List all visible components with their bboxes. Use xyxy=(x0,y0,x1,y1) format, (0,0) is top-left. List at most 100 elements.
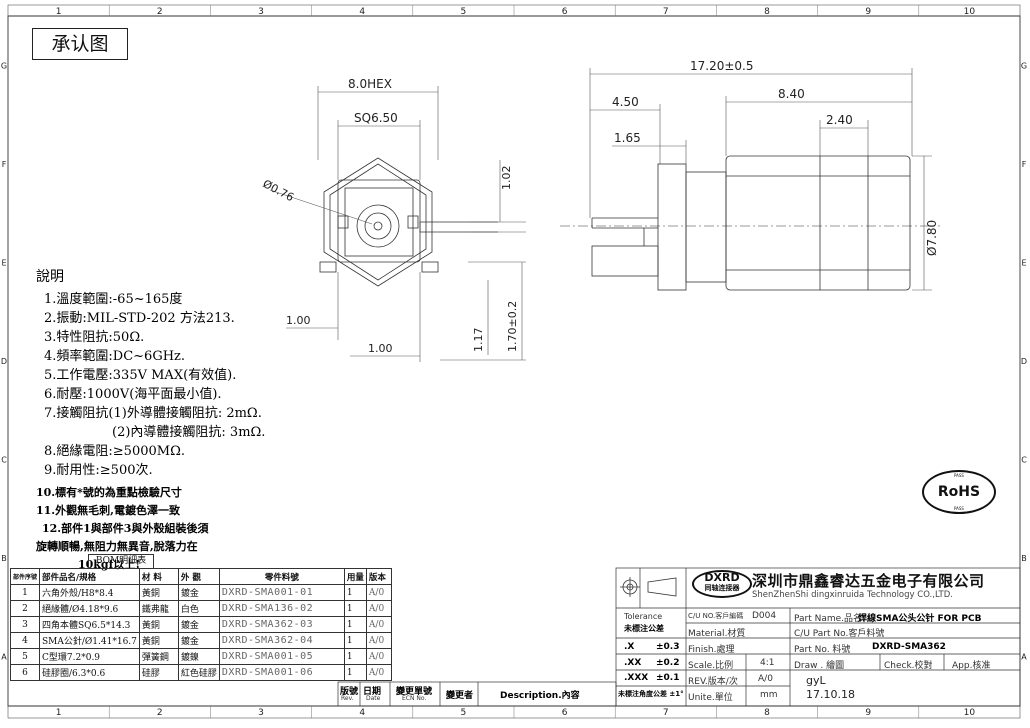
note-11: 11.外觀無毛刺,電鍍色澤一致 xyxy=(36,504,180,517)
tol-x: .X xyxy=(624,642,635,652)
dim-overall: 17.20±0.5 xyxy=(690,59,754,73)
bom-cell-qty: 1 xyxy=(343,584,367,601)
bom-header-row: 部件序號 部件品名/規格 材 料 外 觀 零件料號 用量 版本 xyxy=(9,568,392,585)
grid-col-label: 3 xyxy=(258,7,264,17)
bom-col-finish: 外 觀 xyxy=(177,568,220,585)
grid-col-label: 2 xyxy=(157,708,163,718)
grid-col-label: 7 xyxy=(663,708,669,718)
tol-xx-val: ±0.2 xyxy=(656,658,680,668)
material-label: Material.材質 xyxy=(688,629,746,639)
dim-sq: SQ6.50 xyxy=(354,111,398,125)
bom-cell-material: 黃銅 xyxy=(138,584,179,601)
tol-angle: 未標注角度公差 ±1° xyxy=(618,690,684,698)
grid-col-label: 9 xyxy=(865,7,871,17)
nut-body xyxy=(725,155,911,291)
rohs-label: RoHS xyxy=(937,484,981,500)
bom-cell-material: 黃銅 xyxy=(138,632,179,649)
dim-dia: Ø0.76 xyxy=(261,177,296,204)
bom-cell-partno: DXRD-SMA001-06 xyxy=(218,664,345,681)
grid-row-label: A xyxy=(1021,653,1027,662)
drawer-name: gyL xyxy=(806,674,826,687)
bom-cell-no: 6 xyxy=(9,664,41,681)
unit-label: Unite.單位 xyxy=(688,693,733,703)
grid-row-label: A xyxy=(1,653,7,662)
rev-col-date: 日期 xyxy=(363,687,382,697)
unit-value: mm xyxy=(760,690,778,700)
grid-col-label: 8 xyxy=(764,708,770,718)
bom-cell-no: 5 xyxy=(9,648,41,665)
bom-cell-rev: A/0 xyxy=(365,632,392,649)
grid-col-label: 8 xyxy=(764,7,770,17)
logo-sub: 同轴连接器 xyxy=(704,584,740,592)
bom-cell-qty: 1 xyxy=(343,648,367,665)
tol-xx: .XX xyxy=(624,658,642,668)
company-logo: DXRD 同轴连接器 xyxy=(692,570,752,598)
bom-cell-name: C型環7.2*0.9 xyxy=(39,648,140,665)
grid-row-label: E xyxy=(1,258,6,267)
rev-col-ver-sub: Rev. xyxy=(341,695,354,702)
grid-col-label: 4 xyxy=(359,7,365,17)
note-6: 6.耐壓:1000V(海平面最小值). xyxy=(44,387,222,402)
bom-cell-finish: 鍍金 xyxy=(177,632,220,649)
bom-cell-finish: 鍍金 xyxy=(177,584,220,601)
dielectric-circle xyxy=(356,204,400,248)
bom-cell-finish: 鍍鎳 xyxy=(177,648,220,665)
bom-cell-partno: DXRD-SMA001-01 xyxy=(218,584,345,601)
grid-col-label: 4 xyxy=(359,708,365,718)
rohs-badge: PASS RoHS PASS xyxy=(922,470,996,514)
scale-label: Scale.比例 xyxy=(688,661,734,671)
tolerance-sub: 未標注公差 xyxy=(624,624,664,633)
bom-cell-name: 硅膠圈/6.3*0.6 xyxy=(39,664,140,681)
bom-cell-qty: 1 xyxy=(343,632,367,649)
bom-cell-rev: A/0 xyxy=(365,648,392,665)
drawing-title: 承认图 xyxy=(32,28,128,60)
grid-row-label: C xyxy=(1021,456,1027,465)
grid-row-label: D xyxy=(1,357,7,366)
bom-col-material: 材 料 xyxy=(138,568,179,585)
part-no-label: Part No. 料號 xyxy=(794,645,851,655)
part-name-label: Part Name.品名: xyxy=(794,614,866,624)
grid-col-label: 3 xyxy=(258,708,264,718)
grid-col-label: 10 xyxy=(964,7,976,17)
grid-row-label: F xyxy=(1022,160,1027,169)
note-12c: 10kgf以上! xyxy=(78,558,141,571)
bom-cell-name: SMA公針/Ø1.41*16.7 xyxy=(39,632,140,649)
bom-title: BOM明細表 xyxy=(88,554,154,569)
rohs-pass-top: PASS xyxy=(954,473,964,478)
dim-dia780: Ø7.80 xyxy=(925,220,939,256)
bom-cell-partno: DXRD-SMA362-03 xyxy=(218,616,345,633)
tolerance-label: Tolerance xyxy=(624,612,663,621)
note-5: 5.工作電壓:335V MAX(有效值). xyxy=(44,368,237,383)
note-10: 10.標有*號的為重點檢驗尺寸 xyxy=(36,486,182,499)
dim-117: 1.17 xyxy=(472,328,485,353)
grid-col-label: 9 xyxy=(865,708,871,718)
dim-170: 1.70±0.2 xyxy=(506,301,519,352)
note-12: 12.部件1與部件3與外殼組裝後須 xyxy=(42,522,209,535)
dim-240: 2.40 xyxy=(826,113,853,127)
notes-heading: 說明 xyxy=(36,269,64,285)
grid-row-label: D xyxy=(1021,357,1027,366)
company-name: 深圳市鼎鑫睿达五金电子有限公司 xyxy=(752,572,985,590)
bom-col-qty: 用量 xyxy=(343,568,367,585)
bom-cell-rev: A/0 xyxy=(365,664,392,681)
bom-cell-partno: DXRD-SMA362-04 xyxy=(218,632,345,649)
dim-450: 4.50 xyxy=(612,95,639,109)
tol-xxx: .XXX xyxy=(624,673,649,683)
bom-cell-qty: 1 xyxy=(343,664,367,681)
hex-outline xyxy=(323,157,433,287)
bom-cell-name: 絕緣體/Ø4.18*9.6 xyxy=(39,600,140,617)
bom-cell-name: 四角本體SQ6.5*14.3 xyxy=(39,616,140,633)
grid-row-label: F xyxy=(2,160,7,169)
front-dims xyxy=(269,86,526,362)
grid-col-label: 7 xyxy=(663,7,669,17)
projection-symbol-icon xyxy=(620,577,677,597)
dim-100a: 1.00 xyxy=(286,314,311,327)
bom-col-no: 部件序號 xyxy=(9,568,41,585)
bom-cell-finish: 鍍金 xyxy=(177,616,220,633)
rev-col-desc: Description.內容 xyxy=(500,691,580,701)
rev-col-date-sub: Date xyxy=(366,695,381,702)
